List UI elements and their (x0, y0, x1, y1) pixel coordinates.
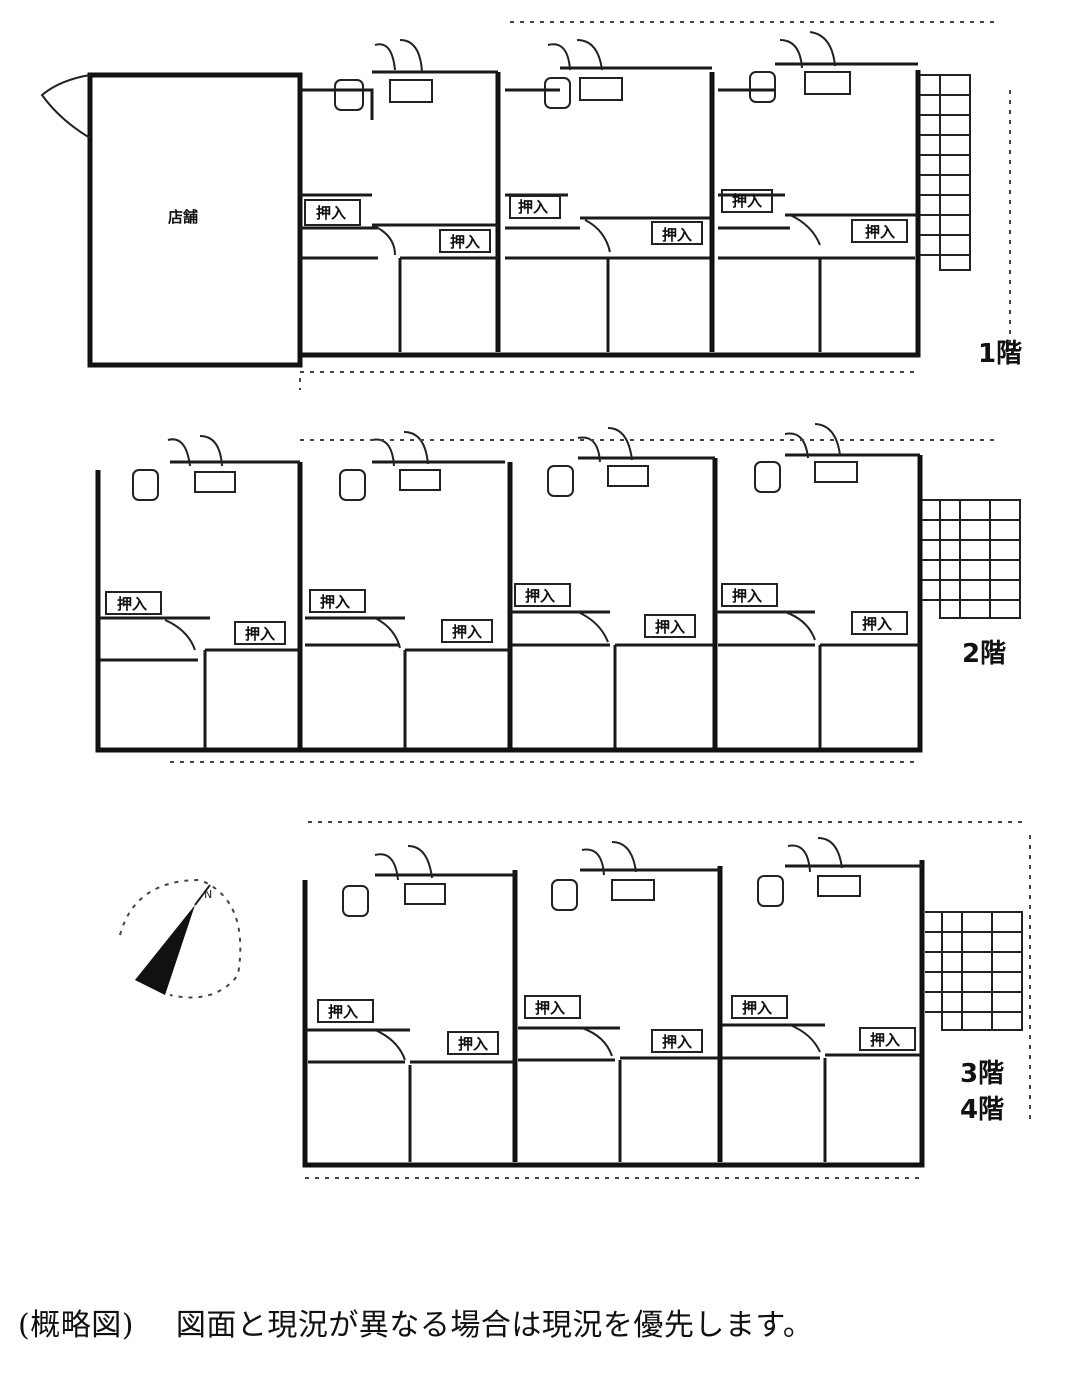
closet-label: 押入 (450, 233, 480, 251)
closet-label: 押入 (865, 223, 895, 241)
closet-label: 押入 (117, 595, 147, 613)
caption-prefix: (概略図) (18, 1308, 134, 1343)
closet-label: 押入 (316, 204, 346, 222)
closet-label: 押入 (662, 1033, 692, 1051)
closet-label: 押入 (870, 1031, 900, 1049)
closet-label: 押入 (655, 618, 685, 636)
closet-label: 押入 (525, 587, 555, 605)
closet-label: 押入 (452, 623, 482, 641)
floor-1-label: 1階 (978, 339, 1022, 369)
floor-2-label: 2階 (962, 639, 1006, 669)
closet-label: 押入 (245, 625, 275, 643)
compass-north-label: N (204, 888, 212, 901)
floor-3-label: 3階 (960, 1059, 1004, 1089)
compass-icon: N (119, 878, 242, 999)
floor-4-label: 4階 (960, 1095, 1004, 1125)
closet-label: 押入 (328, 1003, 358, 1021)
closet-label: 押入 (662, 226, 692, 244)
floor-1-plan: 店舗 押入 押入 押入 押入 押入 押入 (40, 21, 1022, 390)
closet-label: 押入 (732, 587, 762, 605)
closet-label: 押入 (742, 999, 772, 1017)
closet-label: 押入 (862, 615, 892, 633)
floor-3-4-plan: 押入 押入 押入 押入 押入 押入 3階 4階 (302, 821, 1031, 1179)
closet-label: 押入 (732, 192, 762, 210)
store-label: 店舗 (168, 208, 198, 226)
closet-label: 押入 (518, 198, 548, 216)
closet-label: 押入 (535, 999, 565, 1017)
caption-text: 図面と現況が異なる場合は現況を優先します。 (175, 1308, 814, 1343)
closet-label: 押入 (458, 1035, 488, 1053)
floor-2-plan: 押入 押入 押入 押入 押入 押入 押入 押入 2階 (95, 423, 1021, 763)
closet-label: 押入 (320, 593, 350, 611)
caption: (概略図) 図面と現況が異なる場合は現況を優先します。 (18, 1300, 813, 1344)
